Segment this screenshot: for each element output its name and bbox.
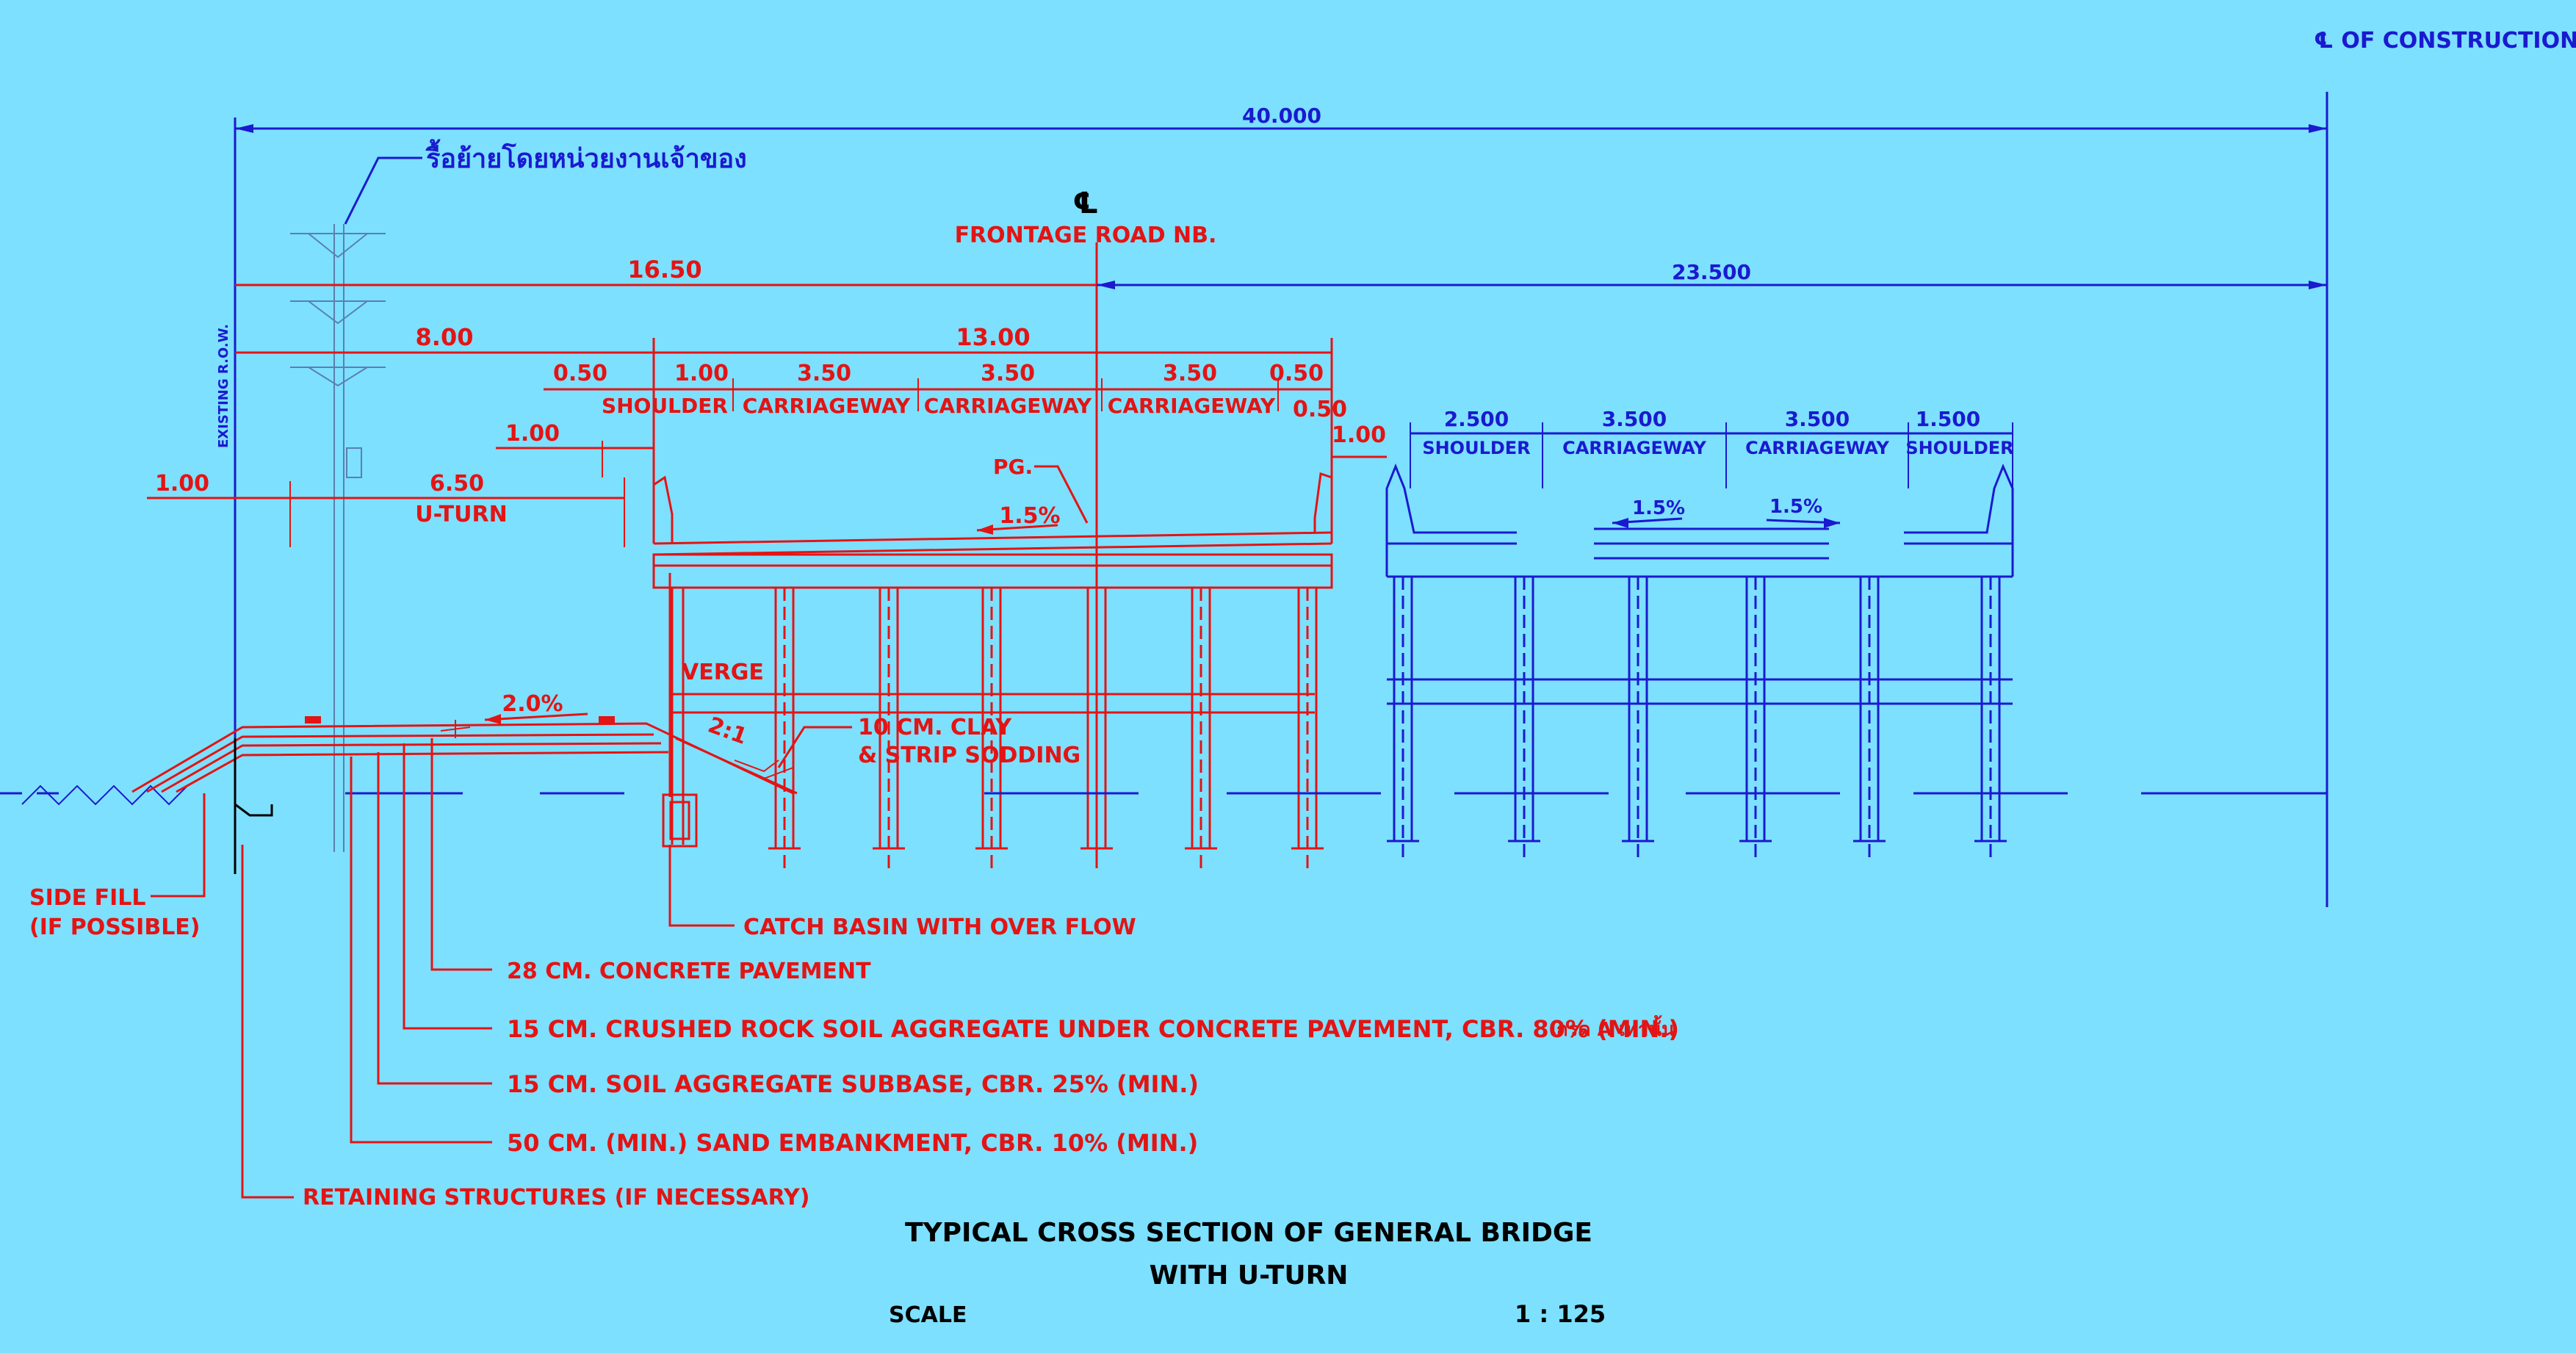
retaining-structures-label: RETAINING STRUCTURES (IF NECESSARY)	[303, 1185, 809, 1211]
dim-100-c: 1.00	[1332, 422, 1386, 448]
dim-350-b: 3.50	[981, 361, 1035, 386]
blue-bridge-columns	[1387, 577, 2007, 863]
crushed-rock-note: เกรด A เท่านั้น	[1550, 1014, 1675, 1041]
construction-centerline-label: ℄ OF CONSTRUCTION	[2314, 28, 2576, 54]
dim-overall: 40.000	[1242, 104, 1321, 128]
red-lane-shoulder: SHOULDER	[602, 394, 728, 418]
dim-050-b: 0.50	[1269, 361, 1324, 386]
blue-deck-slope-2: 1.5%	[1769, 496, 1822, 518]
red-lane-carriageway-2: CARRIAGEWAY	[924, 394, 1092, 418]
blue-lane-shoulder-1: SHOULDER	[1422, 438, 1530, 458]
sand-embankment-label: 50 CM. (MIN.) SAND EMBANKMENT, CBR. 10% …	[507, 1129, 1198, 1157]
dim-blue-1500: 1.500	[1916, 407, 1981, 431]
red-dimensions	[147, 284, 1387, 547]
side-fill-line2: (IF POSSIBLE)	[29, 914, 201, 940]
dim-100-b: 1.00	[505, 421, 560, 447]
dim-blue-3500-b: 3.500	[1785, 407, 1850, 431]
dim-blue-2500: 2.500	[1444, 407, 1509, 431]
blue-lane-carriageway-2: CARRIAGEWAY	[1745, 438, 1889, 458]
approach-embankment	[131, 573, 798, 874]
catch-basin-label: CATCH BASIN WITH OVER FLOW	[743, 914, 1136, 940]
dim-100-d: 1.00	[155, 471, 209, 497]
dim-350-a: 3.50	[797, 361, 851, 386]
dim-100-a: 1.00	[674, 361, 729, 386]
dim-050-a: 0.50	[553, 361, 607, 386]
uturn-label: U-TURN	[415, 502, 507, 527]
dim-right-part: 23.500	[1672, 260, 1751, 284]
dim-050-c: 0.50	[1293, 397, 1347, 422]
frontage-centerline-symbol: ℄	[1072, 187, 1099, 220]
blue-deck-slope-1: 1.5%	[1632, 497, 1685, 519]
slope-2to1-label: 2:1	[704, 712, 750, 750]
side-fill-line1: SIDE FILL	[29, 885, 146, 911]
blue-lane-carriageway-1: CARRIAGEWAY	[1562, 438, 1706, 458]
dim-blue-3500-a: 3.500	[1602, 407, 1667, 431]
concrete-pavement-label: 28 CM. CONCRETE PAVEMENT	[507, 959, 871, 984]
red-bridge-columns	[768, 588, 1324, 870]
dim-left-8: 8.00	[416, 323, 474, 351]
existing-row-label: EXISTING R.O.W.	[216, 324, 231, 448]
blue-lane-shoulder-2: SHOULDER	[1905, 438, 2013, 458]
drawing-title-line1: TYPICAL CROSS SECTION OF GENERAL BRIDGE	[905, 1218, 1592, 1248]
ground-line	[0, 784, 2327, 806]
clay-label-line2: & STRIP SODDING	[858, 743, 1080, 768]
pg-label: PG.	[993, 455, 1033, 479]
utility-relocation-note: รื้อย้ายโดยหน่วยงานเจ้าของ	[425, 139, 746, 174]
overall-dimension	[234, 92, 2328, 907]
red-lane-carriageway-1: CARRIAGEWAY	[743, 394, 911, 418]
dim-350-c: 3.50	[1163, 361, 1217, 386]
scale-value: 1 : 125	[1515, 1300, 1606, 1328]
dim-650: 6.50	[430, 471, 484, 497]
red-lane-carriageway-3: CARRIAGEWAY	[1108, 394, 1276, 418]
blue-bridge-structure	[1385, 463, 2014, 705]
crushed-rock-label: 15 CM. CRUSHED ROCK SOIL AGGREGATE UNDER…	[507, 1015, 1679, 1043]
dim-deck-13: 13.00	[956, 323, 1030, 351]
frontage-road-label: FRONTAGE ROAD NB.	[955, 223, 1217, 248]
scale-label: SCALE	[889, 1302, 967, 1328]
clay-label-line1: 10 CM. CLAY	[858, 715, 1012, 740]
blue-dimensions	[1097, 281, 2327, 488]
grade-label: 2.0%	[502, 691, 563, 717]
subbase-label: 15 CM. SOIL AGGREGATE SUBBASE, CBR. 25% …	[507, 1070, 1199, 1098]
drawing-title-line2: WITH U-TURN	[1150, 1260, 1349, 1291]
verge-label: VERGE	[682, 660, 764, 685]
dim-left-part: 16.50	[627, 256, 701, 284]
utility-pole-drawing	[290, 224, 386, 852]
